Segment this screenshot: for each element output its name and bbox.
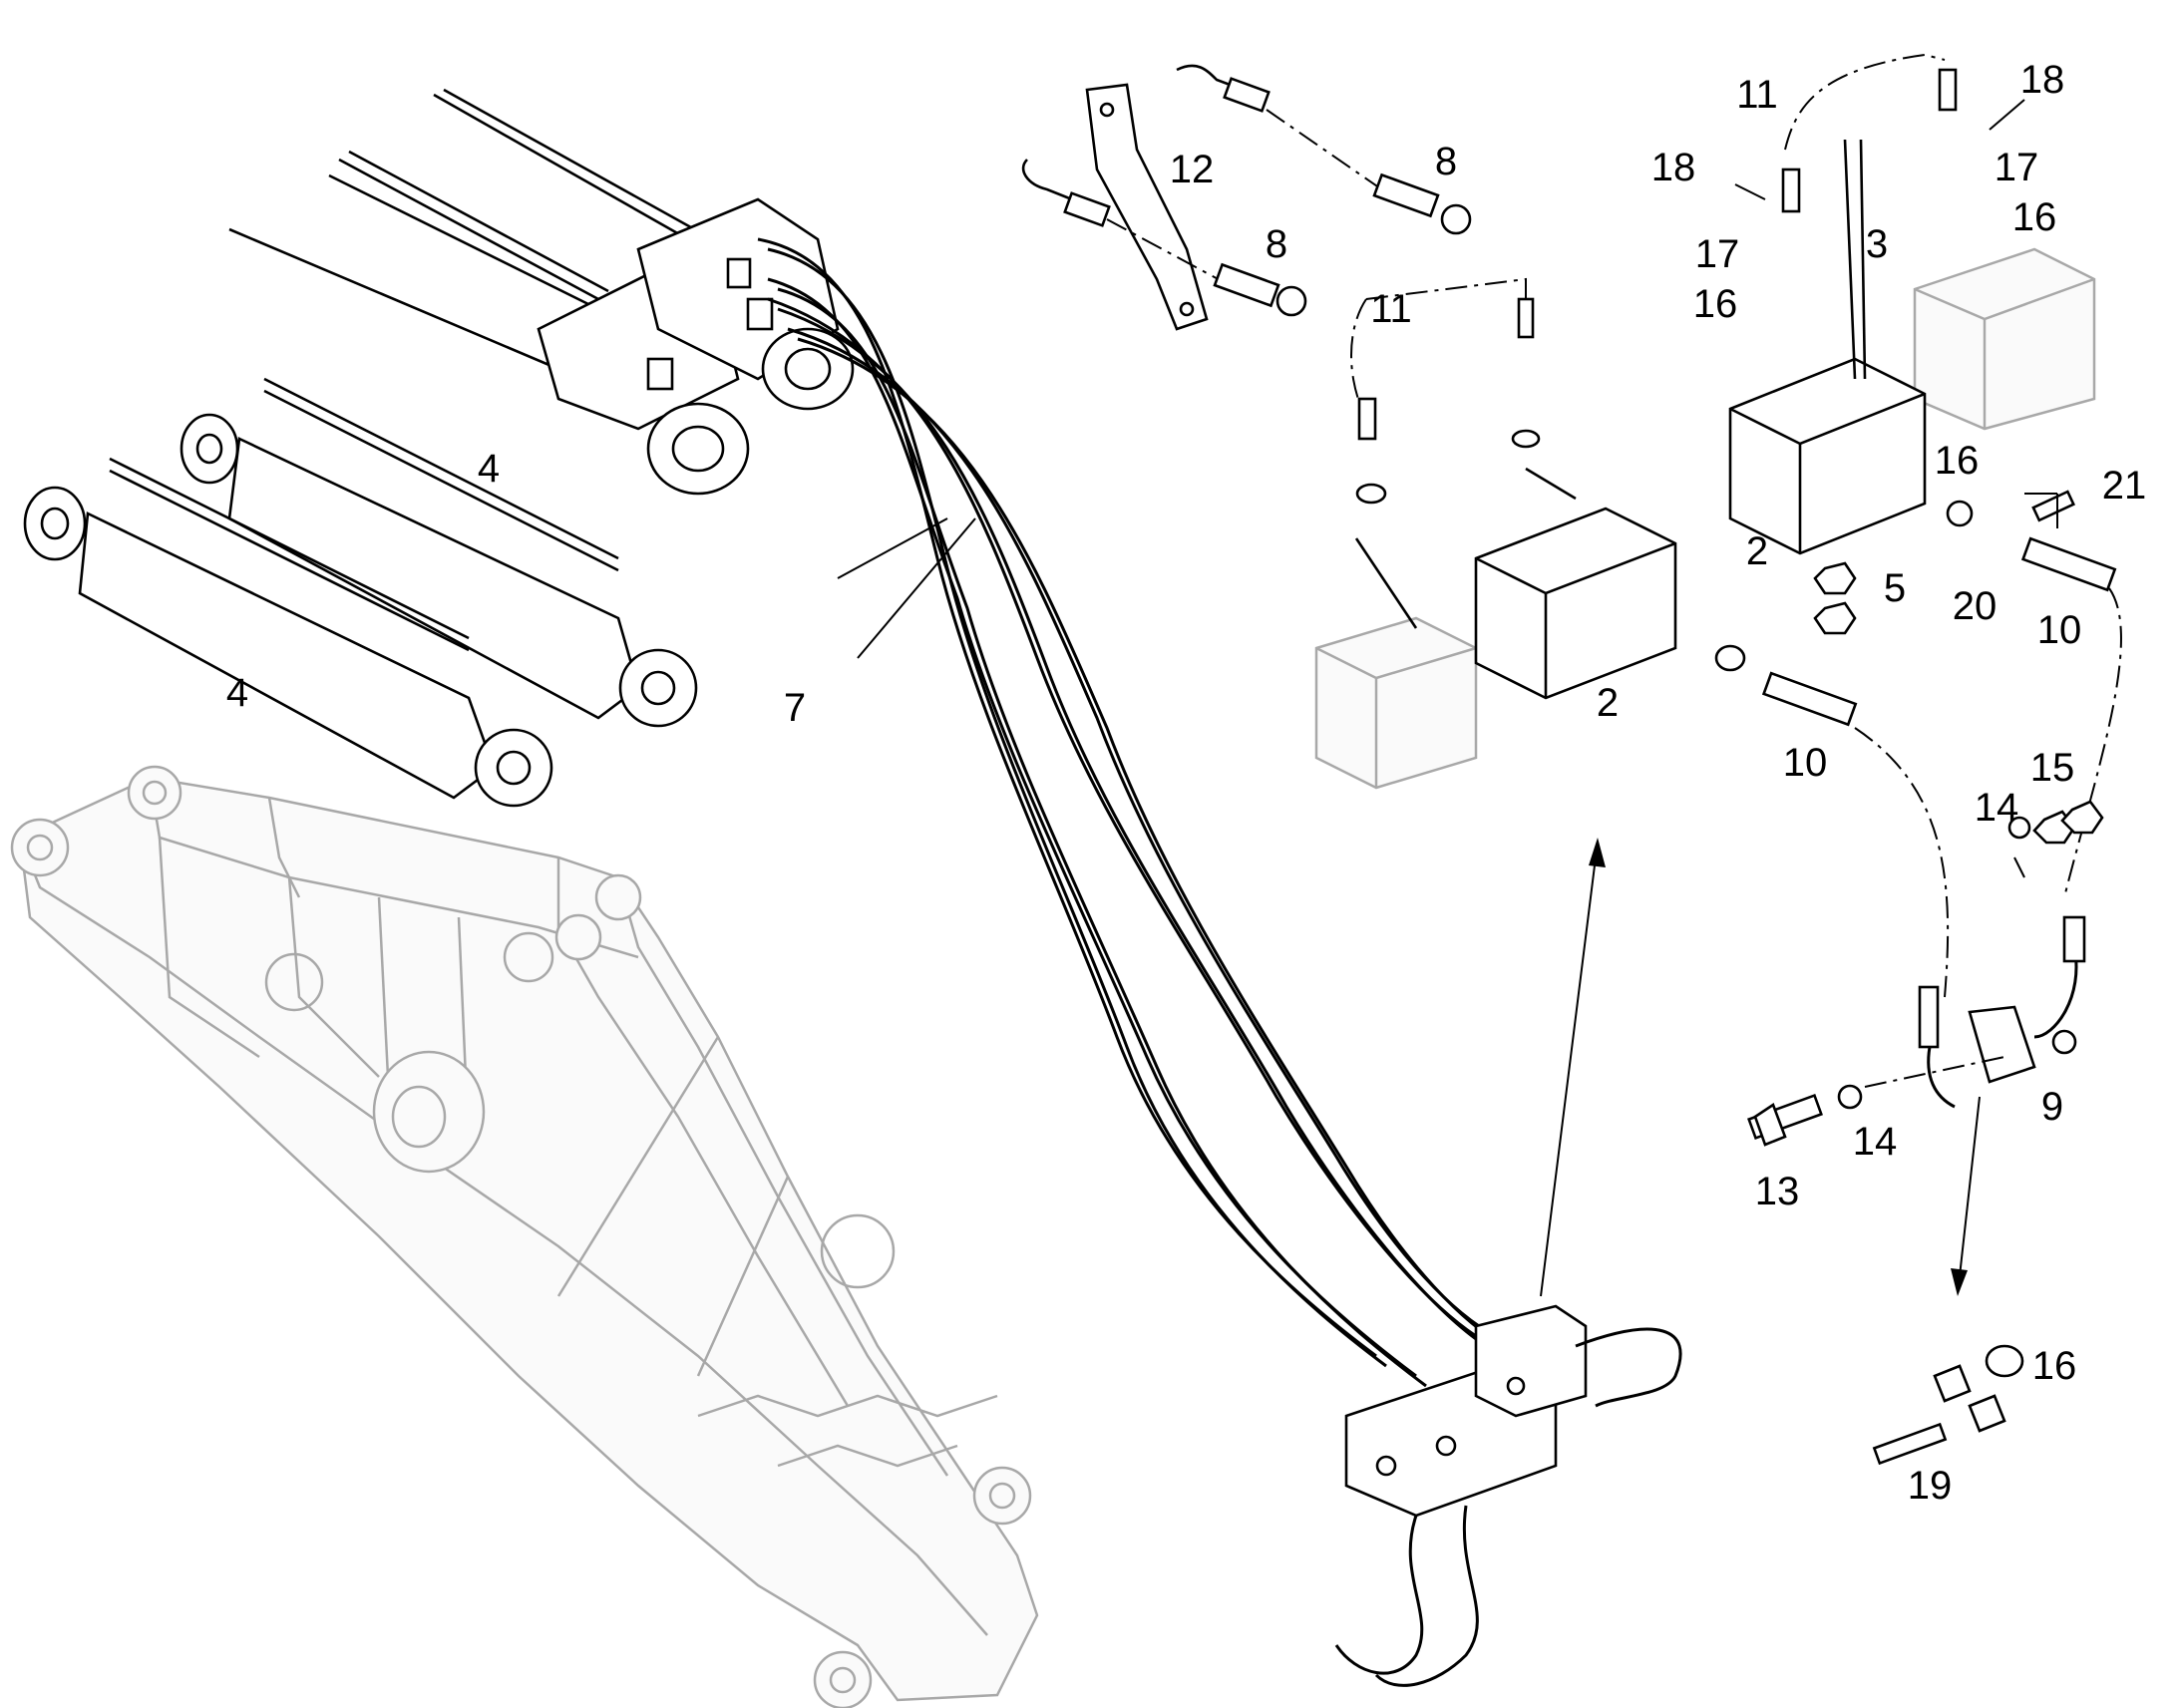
callout-2: 2 <box>1745 529 1769 573</box>
callout-16: 16 <box>2011 195 2057 239</box>
callout-3: 3 <box>1865 222 1889 266</box>
bracket-12-assembly <box>1021 64 1472 331</box>
cylinder-4-upper <box>180 377 698 728</box>
cylinder-4-lower <box>23 457 553 808</box>
callout-18: 18 <box>2019 58 2065 102</box>
callout-14: 14 <box>1852 1120 1898 1164</box>
callout-13: 13 <box>1754 1170 1800 1213</box>
detail-clamp-parts <box>1872 1344 2024 1466</box>
callout-19: 19 <box>1907 1464 1953 1508</box>
callout-8: 8 <box>1265 222 1288 266</box>
leader-lines <box>837 99 2058 878</box>
callout-10: 10 <box>2036 608 2082 652</box>
callout-17: 17 <box>1694 232 1740 276</box>
callout-21: 21 <box>2101 464 2147 508</box>
callout-20: 20 <box>1952 584 1998 628</box>
lower-valve-block <box>1334 1304 1682 1687</box>
callout-4: 4 <box>477 447 501 491</box>
callout-11: 11 <box>1736 73 1778 117</box>
pointer-arrows <box>1540 838 1981 1297</box>
callout-4: 4 <box>225 671 249 715</box>
callout-11: 11 <box>1370 287 1412 331</box>
hose-bundle-7 <box>757 237 1507 1388</box>
callout-14: 14 <box>1974 786 2019 830</box>
callout-17: 17 <box>1994 146 2039 189</box>
callout-18: 18 <box>1650 146 1696 189</box>
flange-assembly-right <box>1714 490 2122 1147</box>
callout-12: 12 <box>1169 148 1215 191</box>
callout-5: 5 <box>1883 566 1907 610</box>
boom-structure-ghost <box>10 765 1039 1708</box>
valve-block-2-middle <box>1314 277 1677 790</box>
callout-10: 10 <box>1782 741 1828 785</box>
callout-15: 15 <box>2029 746 2075 790</box>
callout-7: 7 <box>783 686 807 730</box>
callout-9: 9 <box>2040 1085 2064 1129</box>
main-cylinder-heads <box>537 197 855 496</box>
callout-16: 16 <box>1692 282 1738 326</box>
callout-16: 16 <box>2031 1344 2077 1388</box>
callout-8: 8 <box>1434 140 1458 183</box>
callout-16: 16 <box>1934 439 1980 483</box>
valve-block-2-upper <box>1728 53 2096 635</box>
callout-2: 2 <box>1596 681 1620 725</box>
cylinder-rods <box>228 88 699 371</box>
